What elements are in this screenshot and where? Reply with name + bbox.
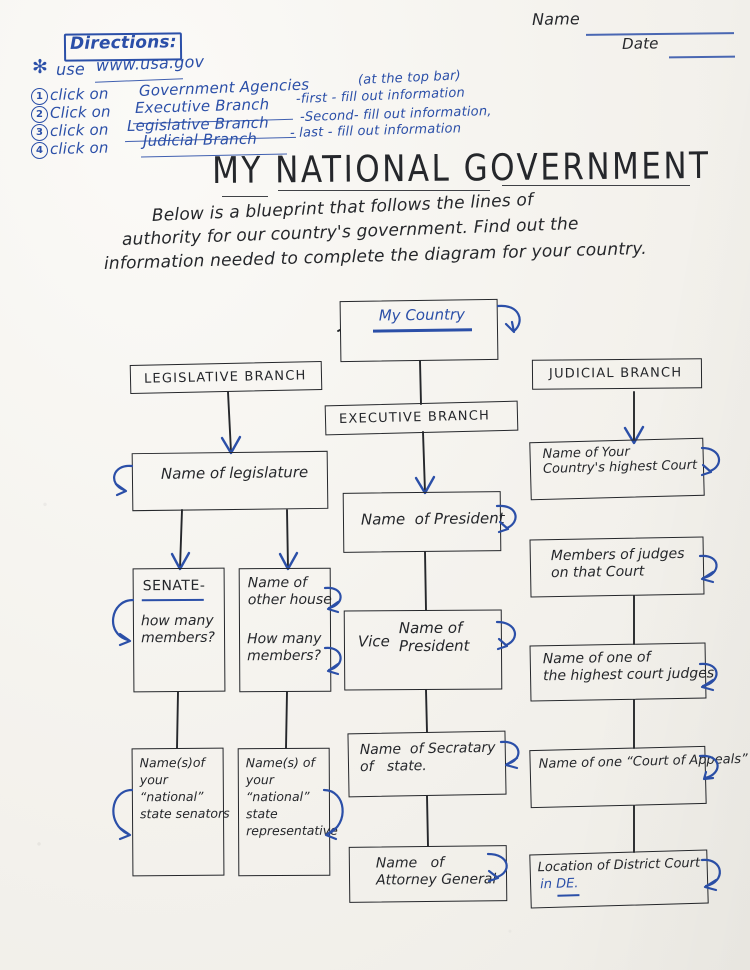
box-members-of-judges[interactable]: Members of judges on that Court (529, 536, 705, 598)
box-one-highest-court-judge-label: Name of one of the highest court judges. (542, 649, 719, 684)
box-name-of-president[interactable]: Name of President (342, 491, 505, 553)
box-senate-question: how many members? (140, 612, 215, 646)
box-court-of-appeals[interactable]: Name of one “Court of Appeals” (529, 745, 748, 809)
step-1-number: 1 (31, 88, 48, 105)
directions-heading: Directions: (69, 32, 177, 54)
usa-gov-link[interactable]: www.usa.gov (95, 51, 205, 75)
box-district-court-state: in DE. (539, 876, 579, 893)
box-members-of-judges-label: Members of judges on that Court (550, 545, 685, 581)
box-legislative-branch-label: LEGISLATIVE BRANCH (143, 368, 307, 387)
box-judicial-branch-header[interactable]: JUDICIAL BRANCH (531, 358, 703, 390)
box-vice-president[interactable]: Vice Name of President (343, 609, 503, 691)
step-4-action: click on (49, 138, 109, 158)
step-4-target: Judicial Branch (142, 129, 258, 150)
box-judicial-branch-label: JUDICIAL BRANCH (548, 365, 683, 382)
box-district-court-location-label: Location of District Court (537, 855, 701, 876)
box-name-of-legislature-label: Name of legislature (160, 463, 309, 483)
box-state-senators[interactable]: Name(s)of your “national” state senators (131, 747, 230, 877)
step-2-number: 2 (31, 106, 48, 123)
box-state-representatives-label: Name(s) of your “national” state represe… (245, 754, 338, 838)
box-district-court-location[interactable]: Location of District Court in DE. (529, 849, 709, 909)
box-vice-president-prefix: Vice (357, 632, 390, 651)
name-label: Name (531, 9, 581, 29)
box-executive-branch-header[interactable]: EXECUTIVE BRANCH (324, 400, 519, 436)
box-one-highest-court-judge[interactable]: Name of one of the highest court judges. (529, 642, 719, 702)
box-executive-branch-label: EXECUTIVE BRANCH (338, 408, 491, 428)
box-highest-court-label: Name of Your Country's highest Court (542, 444, 698, 478)
box-my-country[interactable]: My Country (339, 298, 499, 363)
page-title-underline-right (502, 185, 690, 186)
box-vice-president-label: Name of President (398, 618, 470, 655)
date-label: Date (621, 34, 659, 53)
page-title-underline-left (222, 196, 268, 197)
box-attorney-general-label: Name of Attorney General (375, 854, 497, 889)
step-1-action: click on (49, 84, 109, 104)
step-4-number: 4 (31, 142, 48, 159)
box-other-house-question: How many members? (247, 630, 322, 664)
date-write-line[interactable] (668, 55, 736, 59)
step-4-note: - last - fill out information (289, 121, 462, 141)
step-2-note: -first - fill out information (295, 85, 466, 107)
step-1-note: (at the top bar) (357, 68, 462, 88)
box-senate-label: SENATE- (142, 577, 206, 595)
box-other-house[interactable]: Name of other house How many members? (238, 567, 332, 693)
box-other-house-label: Name of other house (247, 574, 332, 608)
name-write-line[interactable] (585, 32, 735, 36)
box-legislative-branch-header[interactable]: LEGISLATIVE BRANCH (129, 360, 323, 395)
step-2-action: Click on (49, 102, 111, 122)
box-secretary-of-state-label: Name of Secratary of state. (359, 739, 496, 775)
step-3-action: click on (49, 120, 109, 140)
box-state-representatives[interactable]: Name(s) of your “national” state represe… (237, 747, 338, 877)
box-secretary-of-state[interactable]: Name of Secratary of state. (347, 730, 507, 798)
box-senate[interactable]: SENATE- how many members? (132, 567, 226, 693)
box-senate-underline (141, 598, 204, 602)
box-my-country-label: My Country (378, 305, 466, 325)
step-3-note: -Second- fill out information, (299, 103, 492, 125)
box-highest-court[interactable]: Name of Your Country's highest Court (529, 437, 705, 501)
box-name-of-president-label: Name of President (360, 509, 505, 529)
asterisk-icon: ✻ (32, 56, 48, 78)
step-3-number: 3 (31, 124, 48, 141)
box-name-of-legislature[interactable]: Name of legislature (131, 450, 329, 512)
use-label: use (55, 59, 86, 79)
box-court-of-appeals-label: Name of one “Court of Appeals” (538, 751, 748, 772)
box-district-court-state-underline (557, 894, 580, 897)
box-state-senators-label: Name(s)of your “national” state senators (139, 754, 230, 821)
box-attorney-general[interactable]: Name of Attorney General (348, 845, 508, 903)
page-title-underline-mid (278, 190, 490, 191)
box-my-country-underline (372, 328, 473, 333)
